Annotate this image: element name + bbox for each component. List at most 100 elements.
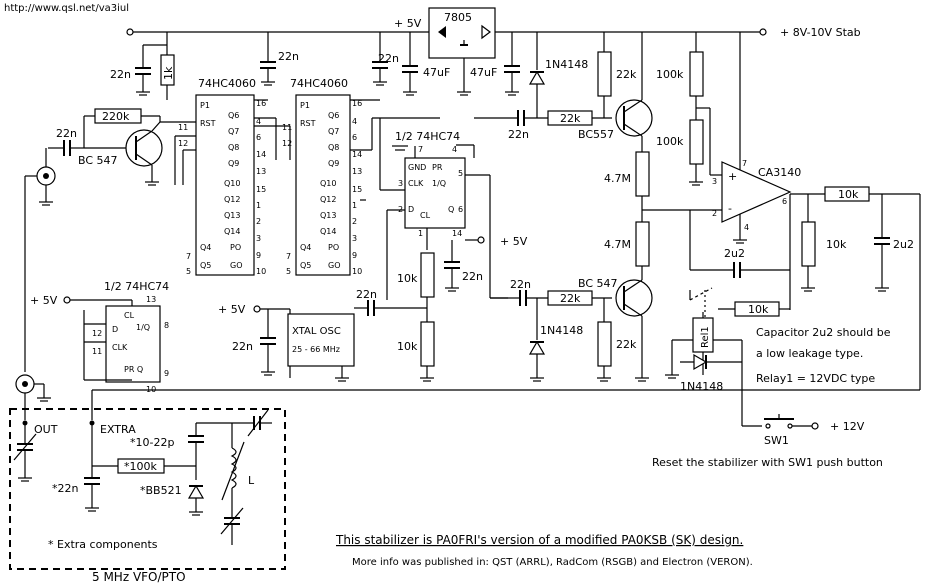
svg-text:+ 5V: + 5V	[500, 235, 528, 248]
svg-text:100k: 100k	[656, 135, 684, 148]
res-22k-c: 22k	[547, 290, 593, 306]
cap-22n-input: 22n	[48, 127, 84, 156]
svg-text:CLK: CLK	[408, 179, 424, 188]
svg-text:BC557: BC557	[578, 128, 614, 141]
svg-text:10: 10	[256, 267, 266, 276]
svg-text:2u2: 2u2	[893, 238, 914, 251]
svg-text:22n: 22n	[378, 52, 399, 65]
ic-74hc74-left: 1/2 74HC74 CL D 1/Q CLK PR Q 13 12 11 8 …	[92, 280, 169, 394]
svg-text:22n: 22n	[508, 128, 529, 141]
trimmer-top-right[interactable]	[240, 409, 272, 437]
svg-text:10: 10	[352, 267, 362, 276]
trimmer-out[interactable]	[13, 423, 37, 482]
transistor-bc547-input: BC 547	[78, 129, 163, 167]
svg-text:1/2 74HC74: 1/2 74HC74	[104, 280, 169, 293]
extra-label: EXTRA	[100, 423, 136, 436]
cap-2u2-out: 2u2	[874, 194, 914, 292]
svg-text:15: 15	[256, 185, 266, 194]
svg-text:CL: CL	[420, 211, 431, 220]
svg-text:4: 4	[452, 145, 457, 154]
vfo-label: 5 MHz VFO/PTO	[92, 570, 186, 584]
svg-text:14: 14	[452, 229, 462, 238]
res-10k-a: 10k	[397, 252, 435, 298]
ic-74hc4060-2: 74HC4060 P1 RST Q6 Q7 Q8 Q9 Q10 Q12 Q13 …	[282, 77, 362, 276]
svg-text:CA3140: CA3140	[758, 166, 801, 179]
svg-text:1/Q: 1/Q	[136, 323, 150, 332]
svg-text:5: 5	[186, 267, 191, 276]
svg-text:1N4148: 1N4148	[545, 58, 588, 71]
svg-text:4.7M: 4.7M	[604, 238, 631, 251]
svg-text:9: 9	[164, 369, 169, 378]
rf-output-connector[interactable]	[15, 374, 51, 402]
varicap-bb521: *BB521	[140, 484, 205, 516]
switch-sw1[interactable]: SW1	[764, 414, 794, 447]
svg-text:+ 5V: + 5V	[394, 17, 422, 30]
svg-text:Q13: Q13	[224, 211, 240, 220]
svg-text:22n: 22n	[278, 50, 299, 63]
res-10k-feedback: 10k	[734, 301, 780, 317]
svg-text:10k: 10k	[397, 340, 418, 353]
svg-text:22n: 22n	[510, 278, 531, 291]
svg-text:Q12: Q12	[320, 195, 336, 204]
svg-text:Q6: Q6	[328, 111, 339, 120]
svg-text:P1: P1	[200, 101, 210, 110]
rf-input-connector[interactable]	[36, 148, 56, 206]
svg-text:+ 5V: + 5V	[218, 303, 246, 316]
ic-74hc74-top: 1/2 74HC74 GND PR CLK 1/Q D CL Q 7 4 5 3…	[395, 130, 466, 238]
svg-text:220k: 220k	[102, 110, 130, 123]
cap-10-22p: *10-22p	[130, 423, 204, 480]
svg-text:47uF: 47uF	[470, 66, 497, 79]
svg-text:Q5: Q5	[300, 261, 311, 270]
res-100k-a: 100k	[656, 32, 704, 97]
res-1k: 1k	[160, 45, 175, 100]
svg-text:Rel1: Rel1	[700, 326, 711, 348]
note-cap-line2: a low leakage type.	[756, 347, 863, 360]
svg-text:SW1: SW1	[764, 434, 789, 447]
svg-text:D: D	[112, 325, 118, 334]
svg-text:25 - 66 MHz: 25 - 66 MHz	[292, 345, 340, 354]
svg-text:GO: GO	[328, 261, 341, 270]
cap-22n-a: 22n	[110, 45, 151, 96]
svg-text:1: 1	[418, 229, 423, 238]
stab-label: + 8V-10V Stab	[780, 26, 861, 39]
svg-text:P1: P1	[300, 101, 310, 110]
svg-text:4: 4	[352, 117, 357, 126]
svg-text:*10-22p: *10-22p	[130, 436, 174, 449]
svg-text:1k: 1k	[162, 66, 175, 80]
res-100k-b: 100k	[656, 119, 704, 165]
res-22k-d: 22k	[597, 298, 637, 382]
svg-text:*100k: *100k	[124, 460, 157, 473]
inductor-l: L	[221, 423, 255, 518]
svg-text:GND: GND	[408, 163, 426, 172]
svg-text:BC 547: BC 547	[578, 277, 618, 290]
svg-text:7805: 7805	[444, 11, 472, 24]
res-22k-b: 22k	[597, 32, 637, 118]
svg-text:Q9: Q9	[228, 159, 239, 168]
res-4.7m-b: 4.7M	[604, 221, 650, 267]
svg-text:Q8: Q8	[328, 143, 339, 152]
svg-text:12: 12	[178, 139, 188, 148]
info-line: More info was published in: QST (ARRL), …	[352, 557, 753, 568]
svg-text:10k: 10k	[748, 303, 769, 316]
svg-text:*BB521: *BB521	[140, 484, 182, 497]
svg-text:1N4148: 1N4148	[680, 380, 723, 393]
svg-text:22k: 22k	[560, 292, 581, 305]
svg-text:6: 6	[782, 197, 787, 206]
note-cap-line1: Capacitor 2u2 should be	[756, 326, 891, 339]
cap-47uf-b: 47uF	[470, 32, 520, 96]
cap-2u2-feedback: 2u2	[690, 247, 790, 278]
svg-text:3: 3	[712, 177, 717, 186]
svg-text:22n: 22n	[356, 288, 377, 301]
svg-text:2: 2	[256, 217, 261, 226]
svg-text:9: 9	[352, 251, 357, 260]
trimmer-vfo[interactable]	[220, 507, 244, 545]
svg-text:4: 4	[744, 223, 749, 232]
svg-text:7: 7	[418, 145, 423, 154]
svg-text:74HC4060: 74HC4060	[198, 77, 256, 90]
relay-rel1[interactable]: Rel1	[692, 317, 714, 353]
svg-text:22n: 22n	[232, 340, 253, 353]
cap-22n-b: 22n	[260, 32, 299, 86]
svg-text:Q10: Q10	[320, 179, 336, 188]
svg-text:22k: 22k	[616, 68, 637, 81]
svg-text:Q14: Q14	[224, 227, 240, 236]
